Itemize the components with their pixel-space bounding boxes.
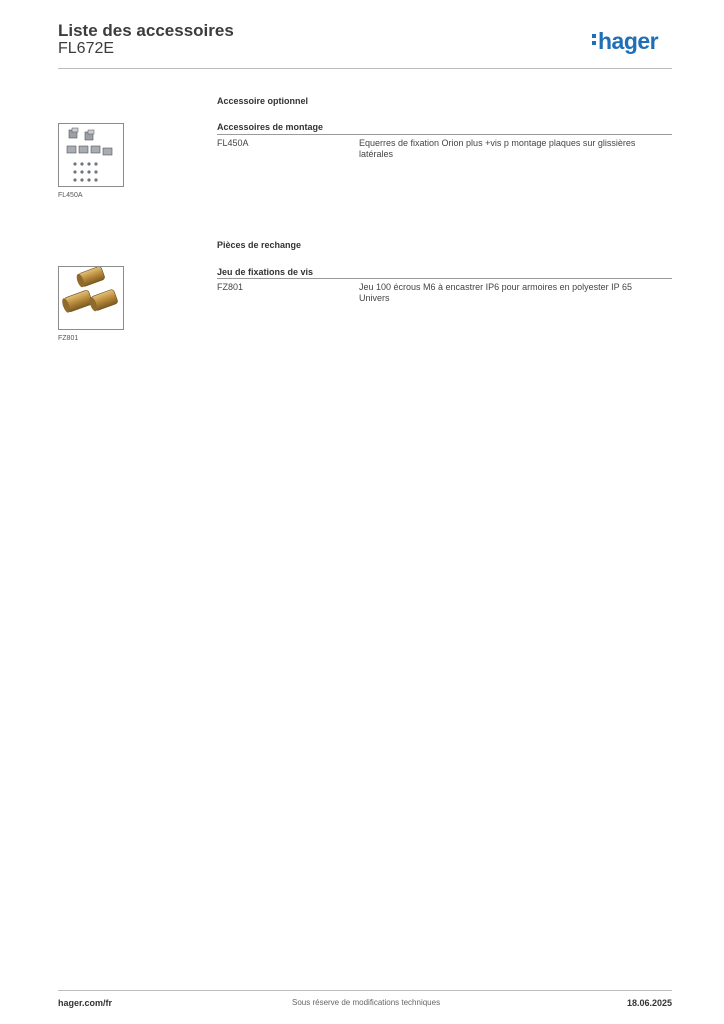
footer-website: hager.com/fr: [58, 998, 113, 1008]
logo-text: hager: [598, 28, 659, 54]
item-reference: FL450A: [217, 138, 249, 148]
footer-notice: Sous réserve de modifications techniques: [292, 998, 441, 1007]
item-description: Jeu 100 écrous M6 à encastrer IP6 pour a…: [359, 282, 632, 303]
section-title-spare-parts: Pièces de rechange: [217, 240, 302, 250]
brass-nuts-icon: [58, 266, 124, 330]
product-reference: FL672E: [58, 40, 115, 57]
item-description: Equerres de fixation Orion plus +vis p m…: [359, 138, 636, 159]
image-caption: FL450A: [58, 192, 83, 199]
group-divider: [217, 134, 672, 135]
image-caption: FZ801: [58, 335, 79, 342]
group-divider: [217, 278, 672, 279]
mounting-brackets-icon: [58, 123, 124, 187]
footer-date: 18.06.2025: [626, 998, 672, 1008]
header-divider: [58, 68, 672, 69]
section-title-optional: Accessoire optionnel: [217, 96, 309, 106]
item-reference: FZ801: [217, 282, 244, 292]
hager-logo: hager: [592, 28, 659, 54]
group-title-screw-fixings: Jeu de fixations de vis: [217, 267, 314, 277]
group-title-mounting: Accessoires de montage: [217, 122, 324, 132]
footer-divider: [58, 990, 672, 991]
page-title: Liste des accessoires: [58, 21, 234, 40]
logo-dots-icon: [592, 31, 596, 48]
